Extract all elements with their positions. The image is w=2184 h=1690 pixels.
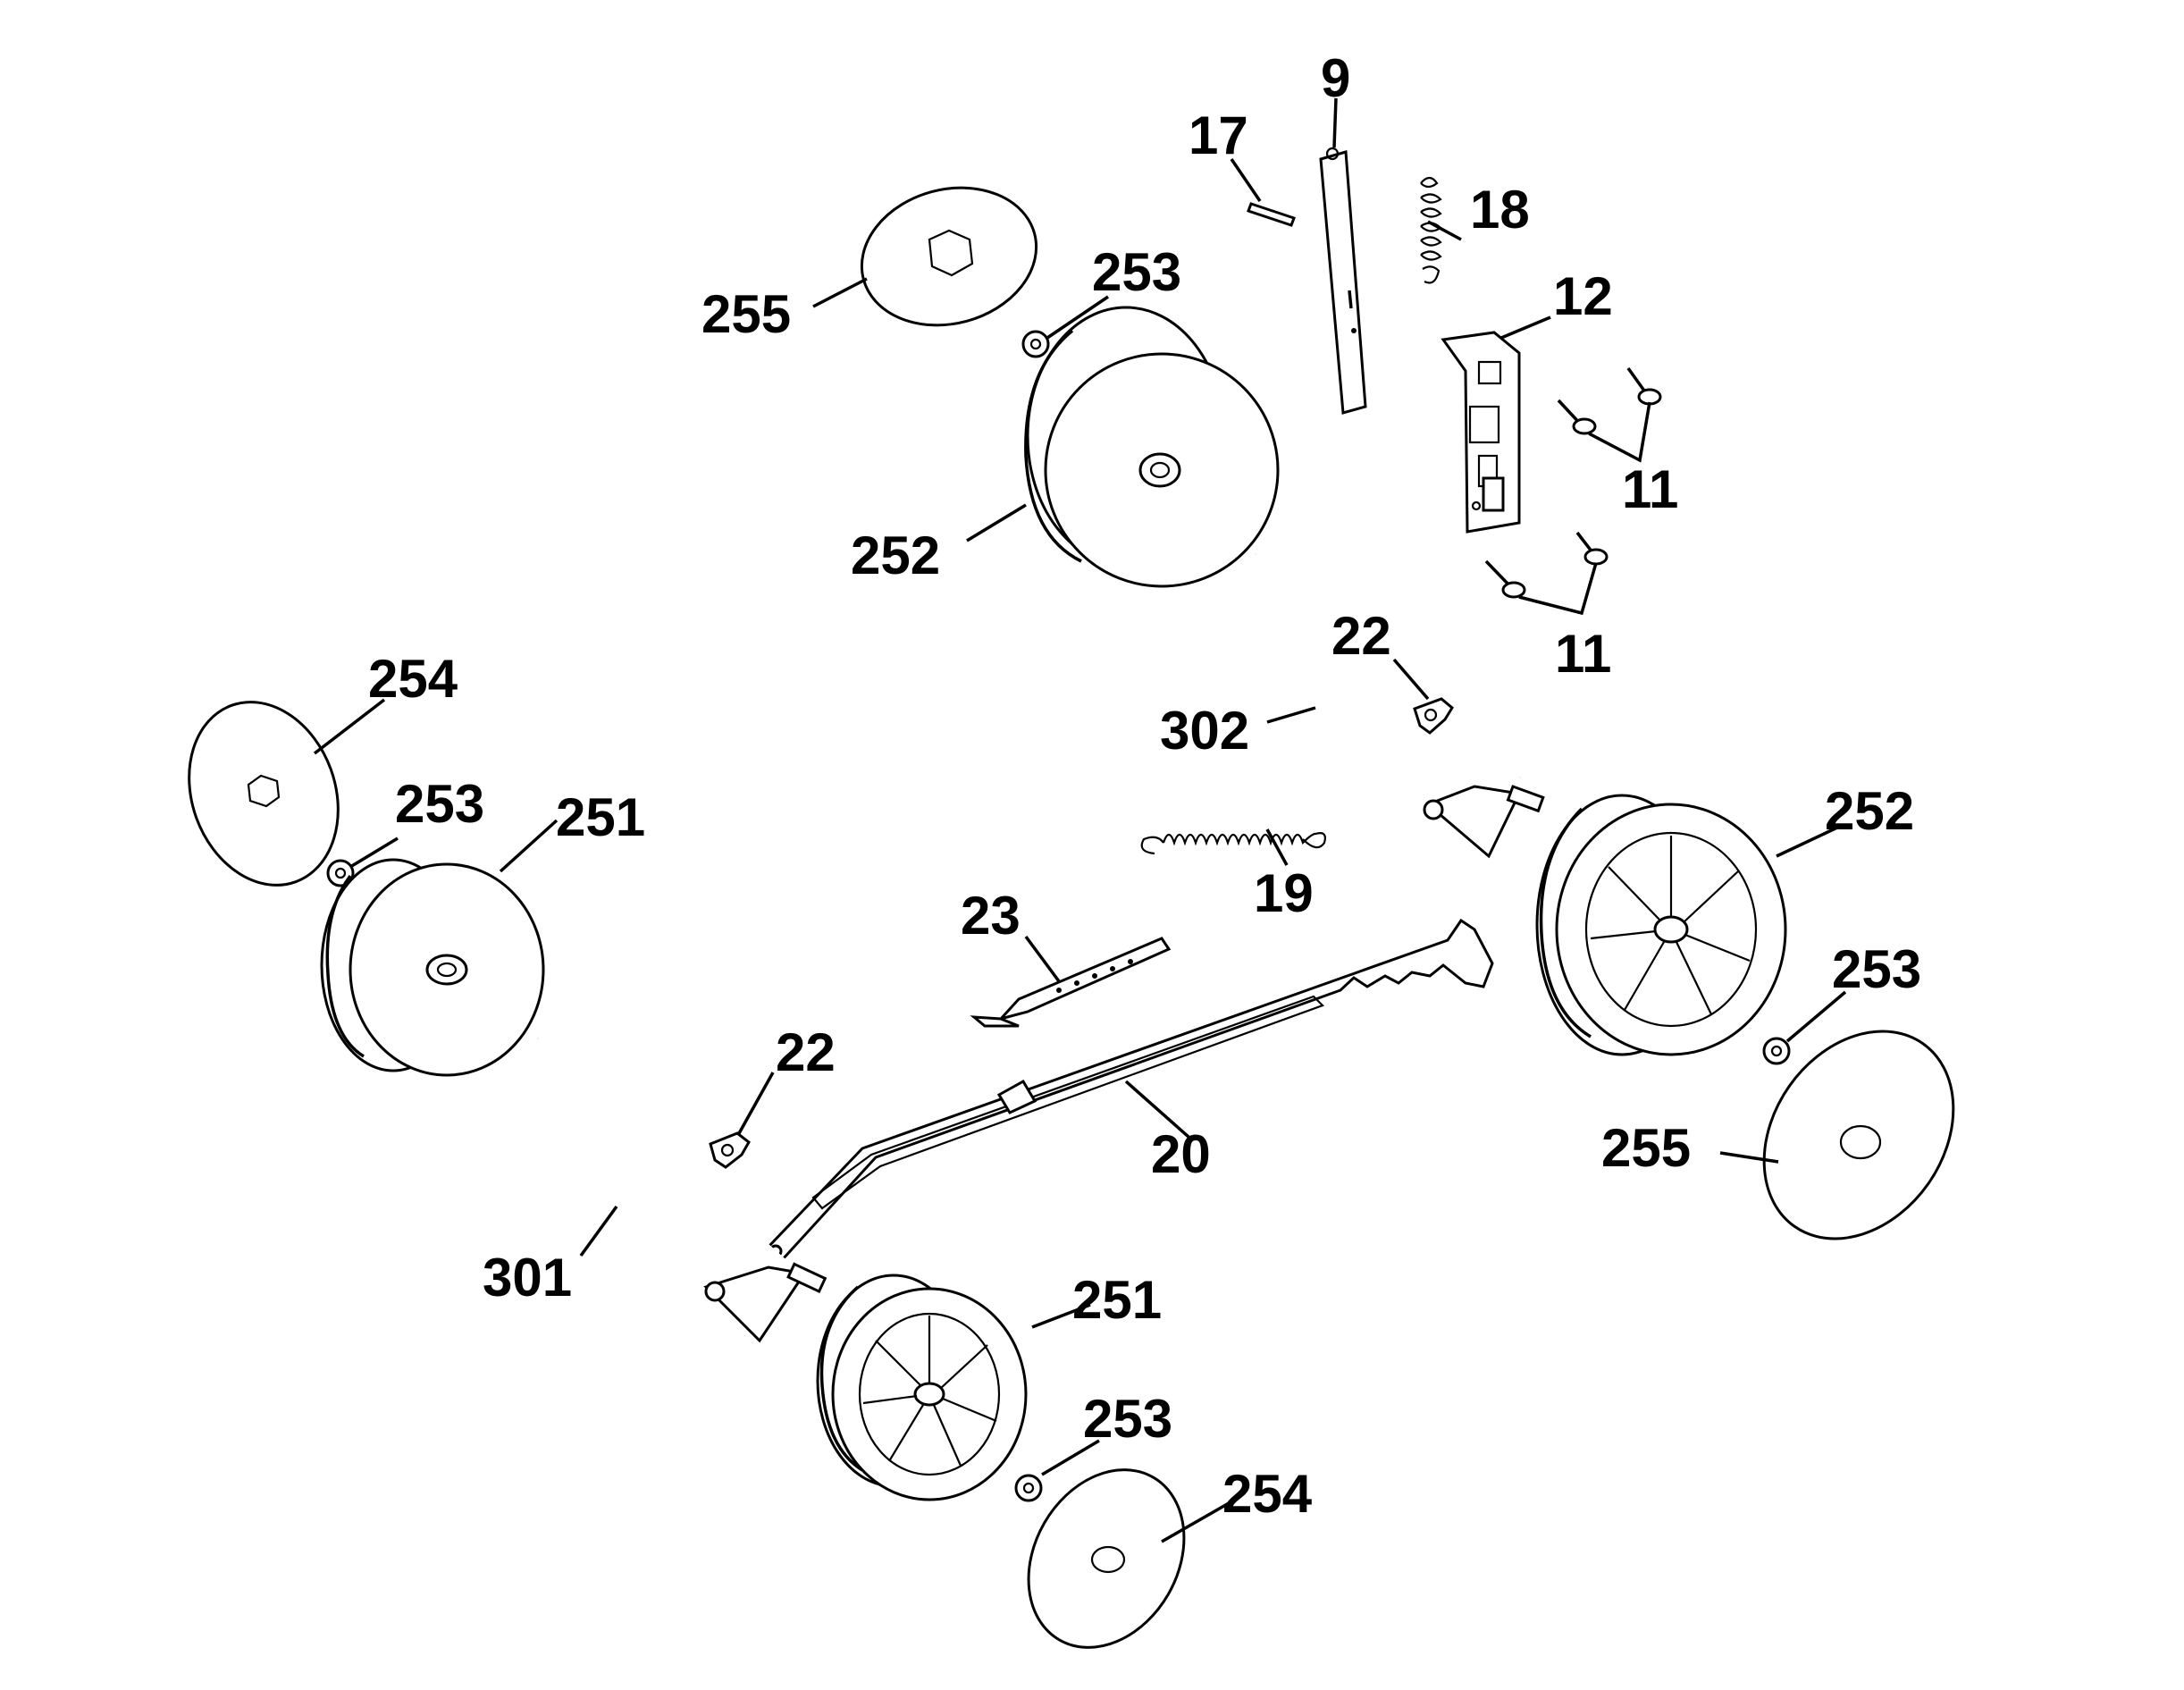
- leader-252-top: [966, 503, 1027, 542]
- part-253-nut-right: [1762, 1037, 1791, 1065]
- leader-251-bottom: [1031, 1303, 1091, 1329]
- leader-251-left: [499, 819, 559, 873]
- leader-11-lower: [1518, 562, 1598, 616]
- leader-252-right: [1776, 825, 1840, 858]
- label-part-251-bottom: 251: [1072, 1270, 1162, 1330]
- part-254-hubcap-left: [188, 701, 340, 887]
- part-252-wheel-right: [1535, 794, 1787, 1056]
- label-part-302: 302: [1160, 701, 1249, 761]
- part-12-bracket-plate: [1441, 331, 1521, 534]
- leader-253-left: [349, 837, 399, 869]
- label-part-253-right: 253: [1832, 939, 1921, 999]
- part-18-spring: [1420, 176, 1442, 284]
- leader-22-right: [1392, 658, 1430, 701]
- leader-253-top: [1046, 295, 1109, 340]
- label-part-22-right: 22: [1331, 606, 1391, 666]
- part-254-hubcap-bottom: [1027, 1468, 1186, 1649]
- leader-18: [1427, 220, 1462, 241]
- label-part-11-upper: 11: [1622, 459, 1678, 519]
- leader-12: [1500, 315, 1551, 340]
- leader-20: [1124, 1080, 1190, 1139]
- label-part-252-right: 252: [1825, 781, 1914, 841]
- label-part-254-bottom: 254: [1222, 1464, 1313, 1524]
- label-part-9: 9: [1321, 48, 1350, 108]
- leader-lines: [313, 97, 1847, 1543]
- leader-9: [1332, 97, 1338, 148]
- leader-255-right: [1719, 1151, 1779, 1164]
- label-part-19: 19: [1254, 863, 1314, 923]
- part-9-adjust-bar: [1319, 147, 1367, 415]
- leader-254-left: [313, 698, 386, 755]
- leader-19: [1265, 828, 1289, 866]
- part-255-hubcap-right: [1762, 1030, 1955, 1240]
- label-part-301: 301: [483, 1248, 572, 1307]
- leader-253-bottom: [1041, 1439, 1100, 1476]
- label-part-251-left: 251: [556, 787, 645, 847]
- leader-11-upper: [1588, 401, 1651, 463]
- part-253-nut-top: [1021, 330, 1050, 358]
- label-part-11-lower: 11: [1555, 624, 1611, 684]
- part-23-latch-bar: [970, 937, 1172, 1028]
- label-part-22-left: 22: [776, 1022, 836, 1082]
- leader-22-left: [736, 1072, 775, 1136]
- label-part-253-top: 253: [1092, 242, 1181, 302]
- part-302-axle-rod-right: [1254, 552, 1545, 859]
- part-22-clip-right: [1413, 697, 1454, 735]
- leader-17: [1230, 158, 1262, 202]
- label-part-255-right: 255: [1601, 1118, 1691, 1178]
- label-part-23: 23: [961, 886, 1021, 946]
- part-19-extension-spring: [1140, 832, 1326, 855]
- leader-23: [1024, 935, 1061, 983]
- label-part-17: 17: [1189, 105, 1248, 165]
- leader-253-right: [1785, 990, 1847, 1043]
- leader-301: [579, 1205, 618, 1257]
- leader-302: [1266, 706, 1316, 724]
- part-255-hubcap-top: [860, 186, 1038, 327]
- part-252-wheel-top: [1024, 306, 1280, 588]
- label-part-12: 12: [1553, 266, 1613, 326]
- part-labels: 9 17 18 12 11 11 255 253 252 22 302 254 …: [368, 48, 1921, 1524]
- part-17-pin: [1247, 202, 1296, 227]
- part-20-long-lever: [766, 918, 1494, 1263]
- part-251-wheel-left: [320, 858, 545, 1077]
- label-part-253-bottom: 253: [1083, 1389, 1172, 1449]
- label-part-254-left: 254: [368, 649, 458, 709]
- label-part-253-left: 253: [395, 774, 484, 834]
- part-251-wheel-bottom: [816, 1274, 1028, 1501]
- part-253-nut-bottom: [1014, 1474, 1043, 1502]
- leader-255-top: [812, 277, 868, 308]
- label-part-18: 18: [1470, 180, 1530, 240]
- label-part-252-top: 252: [851, 525, 940, 585]
- label-part-20: 20: [1151, 1124, 1211, 1184]
- label-part-255-top: 255: [701, 284, 791, 344]
- part-301-axle-rod-left: [536, 1037, 827, 1343]
- part-22-clip-left: [709, 1131, 751, 1169]
- leader-254-bottom: [1161, 1501, 1230, 1543]
